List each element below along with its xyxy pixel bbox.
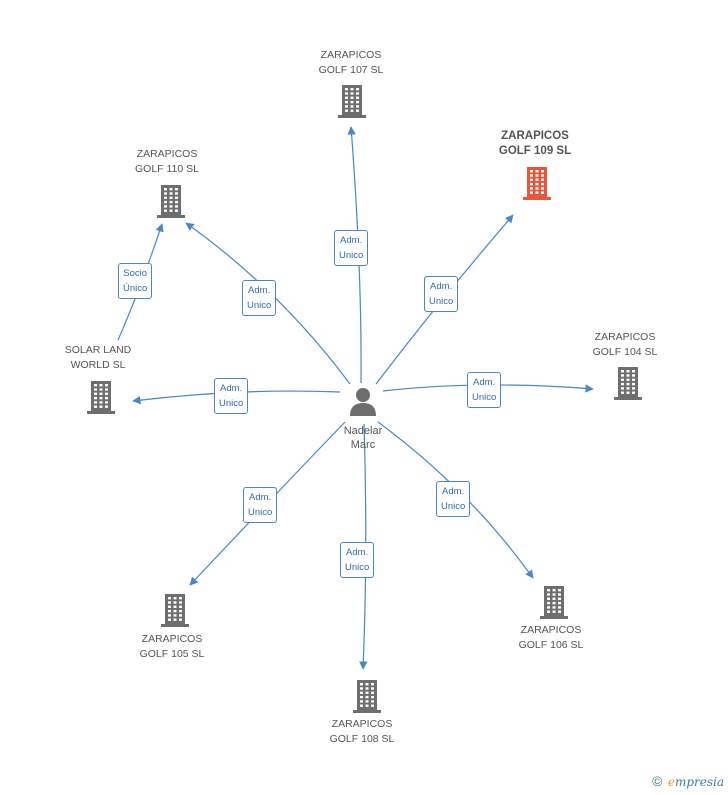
edge-role-line1: Adm.: [346, 547, 369, 558]
node-name-line2: GOLF 106 SL: [518, 639, 584, 651]
building-icon[interactable]: [336, 84, 368, 123]
node-label-zarapicos-104[interactable]: ZARAPICOS GOLF 104 SL: [555, 330, 695, 360]
edge-role-line1: Adm.: [249, 492, 272, 503]
node-name-line2: GOLF 108 SL: [329, 733, 395, 745]
center-name-line2: Marc: [350, 439, 376, 451]
edge-role-label[interactable]: Adm. Unico: [340, 542, 375, 578]
edge-role-label[interactable]: Adm. Unico: [436, 481, 471, 517]
edge-role-line2: Unico: [441, 501, 466, 512]
node-name-line1: ZARAPICOS: [320, 49, 382, 61]
node-name-line1: ZARAPICOS: [594, 331, 656, 343]
edge-role-line1: Adm.: [220, 383, 243, 394]
node-name-line2: GOLF 104 SL: [592, 346, 658, 358]
node-label-zarapicos-110[interactable]: ZARAPICOS GOLF 110 SL: [97, 147, 237, 177]
edge-role-label[interactable]: Adm. Unico: [334, 230, 369, 266]
building-icon[interactable]: [85, 380, 117, 419]
edge-role-line1: Adm.: [430, 281, 453, 292]
edge-role-line2: Unico: [219, 398, 244, 409]
building-icon[interactable]: [612, 366, 644, 405]
brand-rest: mpresia: [674, 775, 724, 789]
edge-role-line1: Adm.: [248, 285, 271, 296]
brand-logo[interactable]: empresia: [668, 775, 724, 789]
edge-role-line1: Adm.: [442, 486, 465, 497]
node-name-line1: ZARAPICOS: [501, 130, 569, 142]
node-name-line2: WORLD SL: [70, 359, 126, 371]
node-label-zarapicos-105[interactable]: ZARAPICOS GOLF 105 SL: [102, 632, 242, 662]
center-name-line1: Nadelar: [343, 425, 383, 437]
node-name-line2: GOLF 107 SL: [318, 64, 384, 76]
edge-role-line2: Unico: [247, 300, 272, 311]
edge-role-line2: Unico: [472, 392, 497, 403]
brand-first-letter: e: [667, 775, 675, 789]
node-label-solar-land[interactable]: SOLAR LAND WORLD SL: [28, 343, 168, 373]
edge-role-line2: Unico: [248, 507, 273, 518]
node-label-zarapicos-108[interactable]: ZARAPICOS GOLF 108 SL: [292, 717, 432, 747]
edge-role-line2: Unico: [429, 296, 454, 307]
node-label-zarapicos-109[interactable]: ZARAPICOS GOLF 109 SL: [465, 129, 605, 159]
building-icon[interactable]: [538, 585, 570, 624]
node-name-line1: SOLAR LAND: [64, 344, 132, 356]
edge-role-line2: Unico: [339, 250, 364, 261]
edge-role-line2: Unico: [345, 562, 370, 573]
edge-role-label[interactable]: Adm. Unico: [467, 372, 502, 408]
edge-role-label[interactable]: Adm. Unico: [242, 280, 277, 316]
node-label-zarapicos-107[interactable]: ZARAPICOS GOLF 107 SL: [281, 48, 421, 78]
node-name-line1: ZARAPICOS: [331, 718, 393, 730]
node-name-line2: GOLF 109 SL: [498, 145, 572, 157]
node-name-line2: GOLF 110 SL: [134, 163, 199, 175]
edge-role-line1: Adm.: [473, 377, 496, 388]
person-icon: [350, 388, 376, 416]
node-name-line1: ZARAPICOS: [141, 633, 203, 645]
node-label-zarapicos-106[interactable]: ZARAPICOS GOLF 106 SL: [481, 623, 621, 653]
copyright-symbol: ©: [652, 773, 663, 789]
edge-role-line1: Socio: [123, 268, 148, 279]
building-icon[interactable]: [155, 184, 187, 223]
edge-role-line1: Adm.: [340, 235, 363, 246]
building-icon[interactable]: [521, 166, 553, 205]
building-icon[interactable]: [159, 593, 191, 632]
edge-role-label[interactable]: Adm. Unico: [214, 378, 249, 414]
node-name-line2: GOLF 105 SL: [139, 648, 205, 660]
center-person-label[interactable]: Nadelar Marc: [323, 424, 403, 452]
node-name-line1: ZARAPICOS: [136, 148, 198, 160]
node-name-line1: ZARAPICOS: [520, 624, 582, 636]
footer-brand: © empresia: [652, 773, 724, 789]
edge-role-label[interactable]: Adm. Unico: [243, 487, 278, 523]
building-icon[interactable]: [351, 679, 383, 718]
edge-role-label[interactable]: Adm. Unico: [424, 276, 459, 312]
edge-role-line2: Único: [123, 283, 148, 294]
